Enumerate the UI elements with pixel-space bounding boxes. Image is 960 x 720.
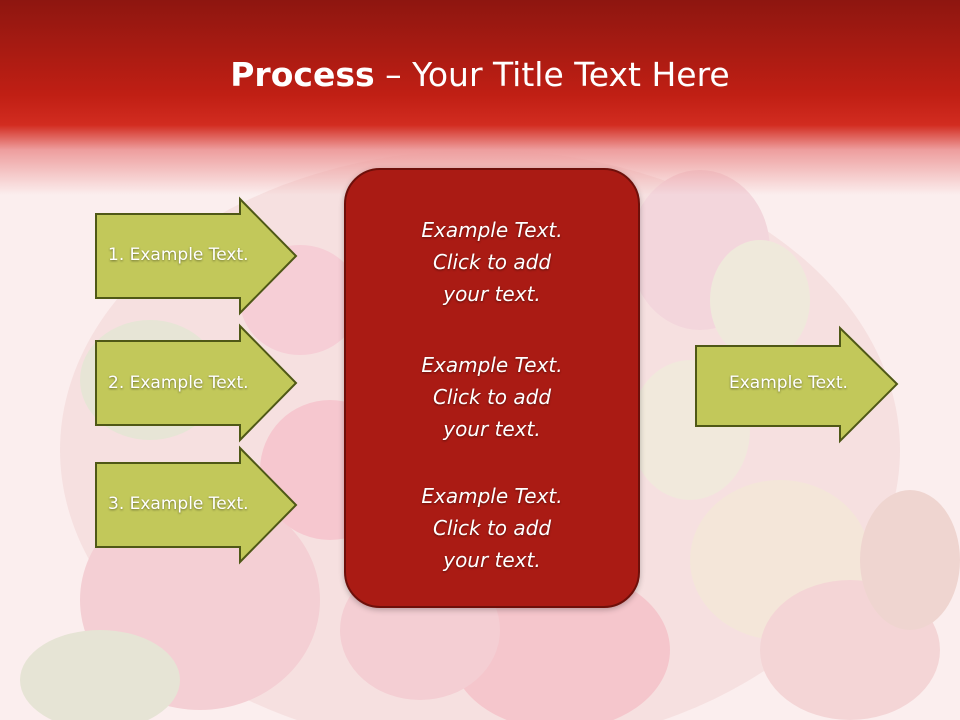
text-block-2[interactable]: Example Text. Click to add your text. — [346, 349, 638, 445]
left-arrow-3[interactable] — [95, 445, 298, 565]
title-bold: Process — [230, 55, 375, 94]
text-block-2-line2: Click to add — [432, 385, 552, 409]
right-arrow[interactable] — [695, 325, 899, 444]
left-arrow-3-label: 3. Example Text. — [108, 494, 249, 514]
slide-title: Process – Your Title Text Here — [0, 52, 960, 98]
text-block-2-line1: Example Text. — [421, 353, 563, 377]
right-arrow-label: Example Text. — [729, 373, 848, 393]
text-block-1-line3: your text. — [443, 282, 541, 306]
text-block-2-line3: your text. — [443, 417, 541, 441]
text-block-1-line2: Click to add — [432, 250, 552, 274]
title-banner — [0, 0, 960, 195]
text-block-3-line3: your text. — [443, 548, 541, 572]
text-block-3[interactable]: Example Text. Click to add your text. — [346, 480, 638, 576]
text-block-1-line1: Example Text. — [421, 218, 563, 242]
center-process-box[interactable]: Example Text. Click to add your text. Ex… — [344, 168, 640, 608]
text-block-3-line1: Example Text. — [421, 484, 563, 508]
title-rest: – Your Title Text Here — [374, 55, 730, 94]
text-block-3-line2: Click to add — [432, 516, 552, 540]
left-arrow-2[interactable] — [95, 323, 298, 443]
left-arrow-2-label: 2. Example Text. — [108, 373, 249, 393]
text-block-1[interactable]: Example Text. Click to add your text. — [346, 214, 638, 310]
left-arrow-1[interactable] — [95, 196, 298, 316]
left-arrow-1-label: 1. Example Text. — [108, 245, 249, 265]
